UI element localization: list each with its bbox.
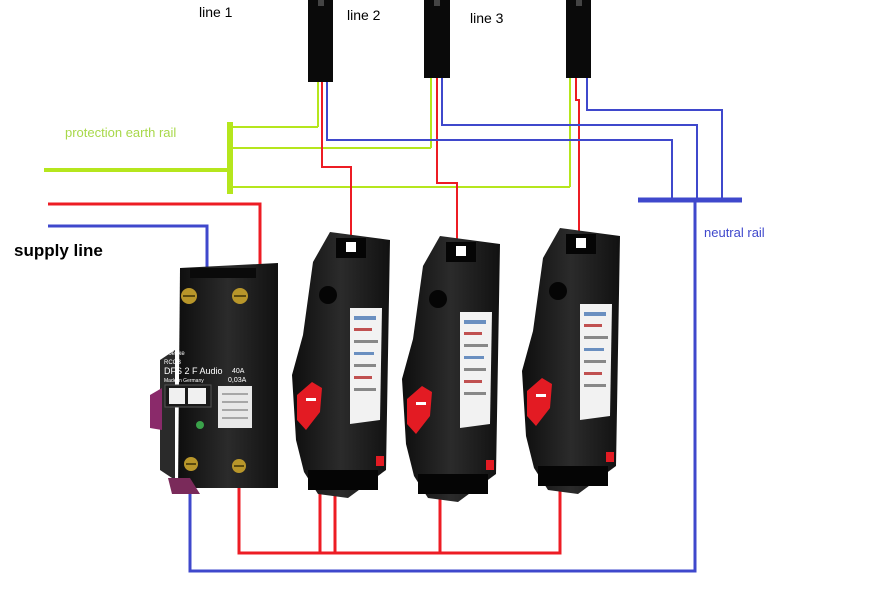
cable-line-1	[308, 0, 333, 82]
breaker-lever-2	[407, 386, 432, 434]
label-protection-earth-rail: protection earth rail	[65, 125, 177, 140]
neutral-wiring	[48, 78, 742, 573]
label-line-2: line 2	[347, 7, 381, 23]
cable-line-3	[566, 0, 591, 78]
breaker-3	[522, 228, 620, 494]
rccb-rating: 40A	[232, 368, 245, 375]
cable-line-2	[424, 0, 450, 78]
rccb: Doepke RCCB DFS 2 F Audio Made in German…	[150, 263, 278, 494]
protection-earth-rail	[44, 78, 571, 194]
phase-wiring	[48, 78, 580, 555]
rccb-lever	[169, 388, 185, 404]
label-neutral-rail: neutral rail	[704, 225, 765, 240]
breaker-2	[402, 236, 500, 502]
rccb-sensitivity: 0,03A	[228, 377, 247, 384]
rccb-type: RCCB	[164, 360, 181, 366]
rccb-brand: Doepke	[164, 351, 185, 357]
label-line-3: line 3	[470, 10, 504, 26]
label-supply-line: supply line	[14, 241, 103, 260]
earth-busbar	[227, 122, 233, 194]
label-line-1: line 1	[199, 4, 233, 20]
breaker-lever-3	[527, 378, 552, 426]
breaker-lever-1	[297, 382, 322, 430]
breaker-1	[292, 232, 390, 498]
rccb-model: DFS 2 F Audio	[164, 366, 223, 376]
rccb-origin: Made in Germany	[164, 378, 204, 384]
